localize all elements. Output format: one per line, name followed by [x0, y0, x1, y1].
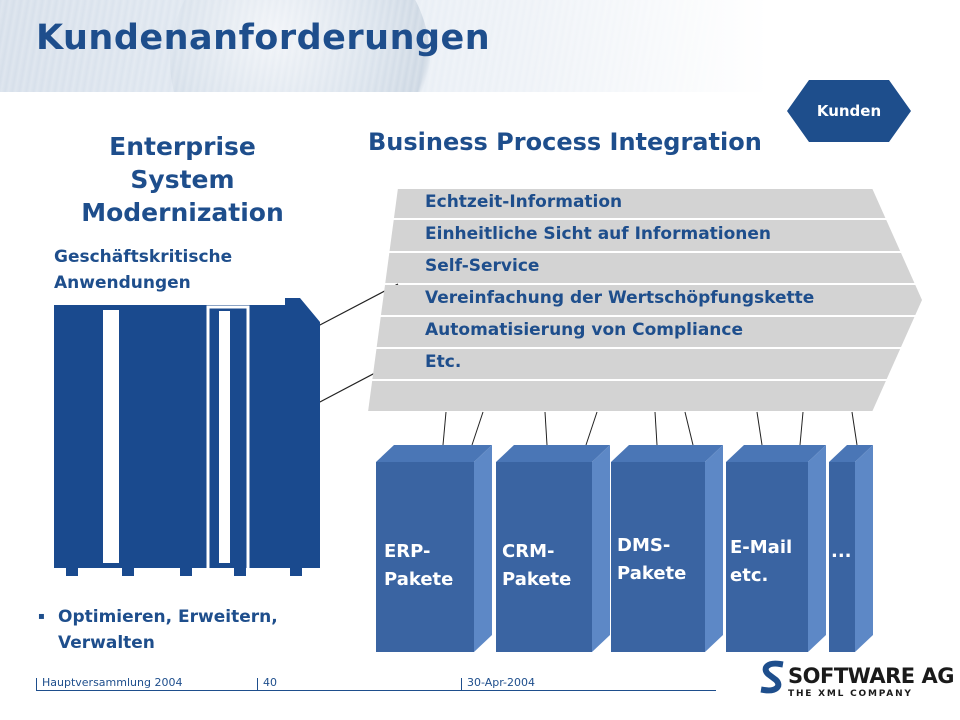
- package-label: ...: [831, 538, 852, 566]
- software-ag-logo-text: SOFTWARE AG: [788, 664, 954, 688]
- business-process-integration-heading: Business Process Integration: [368, 128, 762, 156]
- package-label-line: CRM-: [502, 541, 555, 562]
- bullet-text: Optimieren, Erweitern, Verwalten: [58, 604, 278, 656]
- integration-item: Einheitliche Sicht auf Informationen: [425, 224, 772, 244]
- package-box: [496, 445, 610, 652]
- mission-critical-applications-label: Geschäftskritische Anwendungen: [54, 244, 232, 296]
- integration-band: [376, 317, 915, 347]
- package-label-line: Pakete: [617, 563, 687, 584]
- left-heading-line: Modernization: [81, 198, 284, 227]
- left-sub-line: Anwendungen: [54, 273, 191, 293]
- package-label: CRM- Pakete: [502, 538, 571, 594]
- page-title: Kundenanforderungen: [36, 18, 491, 58]
- footer-event: Hauptversammlung 2004: [42, 676, 183, 689]
- integration-band: [389, 220, 901, 251]
- package-label-line: Pakete: [384, 569, 454, 590]
- package-box: [829, 445, 873, 652]
- integration-item: Echtzeit-Information: [425, 192, 623, 212]
- enterprise-system-modernization-heading: Enterprise System Modernization: [40, 130, 325, 229]
- footer-tick: [36, 678, 37, 690]
- integration-bands: [368, 189, 922, 411]
- kunden-badge: Kunden: [816, 102, 882, 120]
- footer-date: 30-Apr-2004: [467, 676, 536, 689]
- header-background: [0, 0, 960, 92]
- package-label-line: E-Mail: [730, 537, 793, 558]
- footer-divider: [36, 690, 716, 691]
- package-boxes: [376, 445, 873, 652]
- integration-item: Automatisierung von Compliance: [425, 320, 744, 340]
- package-box: [611, 445, 723, 652]
- package-label-line: DMS-: [617, 535, 671, 556]
- mainframe-icon: [54, 298, 320, 585]
- left-heading-line: Enterprise: [109, 132, 256, 161]
- package-label-line: ...: [831, 541, 852, 562]
- footer-tick: [461, 678, 462, 690]
- package-label: DMS- Pakete: [617, 532, 686, 588]
- package-label-line: etc.: [730, 565, 769, 586]
- left-heading-line: System: [130, 165, 235, 194]
- bullet-line: Verwalten: [58, 633, 155, 653]
- kunden-badge-shape: [787, 80, 911, 142]
- integration-item: Self-Service: [425, 256, 540, 276]
- left-sub-line: Geschäftskritische: [54, 247, 233, 267]
- bullet-optimize: ▪ Optimieren, Erweitern, Verwalten: [38, 604, 278, 656]
- integration-band: [393, 189, 886, 218]
- package-box: [726, 445, 826, 652]
- bullet-marker-icon: ▪: [38, 611, 45, 622]
- integration-band: [372, 349, 901, 379]
- software-ag-logo-icon: [760, 660, 784, 694]
- package-label-line: ERP-: [384, 541, 431, 562]
- package-label: ERP- Pakete: [384, 538, 453, 594]
- integration-band: [385, 253, 915, 283]
- package-box: [376, 445, 492, 652]
- package-label: E-Mail etc.: [730, 534, 792, 590]
- package-label-line: Pakete: [502, 569, 572, 590]
- integration-item: Etc.: [425, 352, 462, 372]
- footer-tick: [257, 678, 258, 690]
- integration-band: [368, 381, 886, 411]
- bullet-line: Optimieren, Erweitern,: [58, 607, 278, 627]
- footer-page-number: 40: [263, 676, 277, 689]
- package-connectors: [442, 411, 858, 446]
- software-ag-tagline: THE XML COMPANY: [788, 689, 913, 699]
- integration-band: [380, 285, 922, 315]
- integration-item: Vereinfachung der Wertschöpfungskette: [425, 288, 815, 308]
